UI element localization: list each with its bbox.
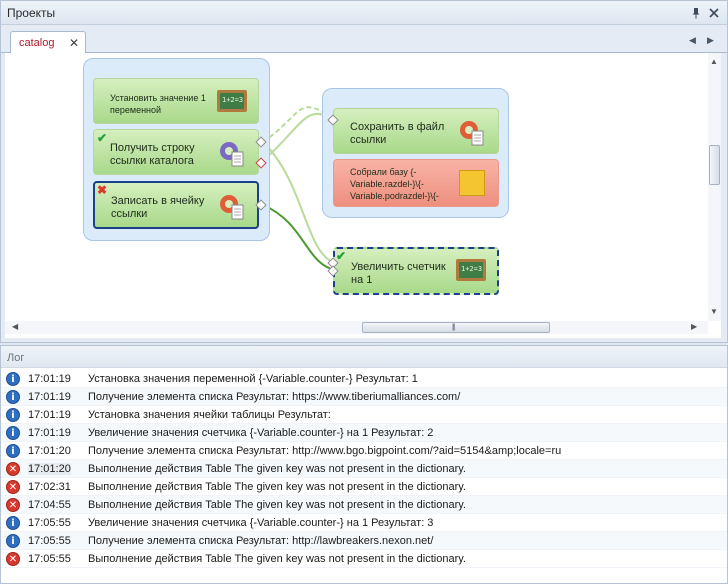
chalkboard-icon: 1+2=3	[456, 259, 486, 281]
info-icon: i	[6, 408, 20, 422]
log-time: 17:04:55	[28, 499, 71, 511]
tab-strip: catalog ✕ ◀ ▶	[1, 26, 727, 54]
node-label: Сохранить в файл ссылки	[350, 121, 445, 146]
log-message: Получение элемента списка Результат: htt…	[88, 445, 562, 457]
vertical-scroll-thumb[interactable]	[709, 145, 720, 185]
chevron-left-icon[interactable]: ◀	[689, 35, 696, 45]
log-time: 17:01:20	[28, 463, 71, 475]
scroll-up-icon[interactable]: ▲	[710, 57, 718, 66]
node-note[interactable]: Собрали базу {-Variable.razdel-}\{-Varia…	[333, 159, 499, 207]
grip-icon: |||	[452, 324, 456, 331]
board-text: 1+2=3	[461, 265, 483, 273]
log-row[interactable]: ✕ 17:05:55 Выполнение действия Table The g…	[1, 550, 727, 568]
panel-title: Проекты	[7, 6, 56, 20]
info-icon: i	[6, 426, 20, 440]
log-title: Лог	[7, 352, 25, 364]
log-time: 17:05:55	[28, 535, 71, 547]
scroll-right-icon[interactable]: ▶	[691, 322, 698, 331]
log-message: Выполнение действия Table The given key …	[88, 553, 466, 565]
log-row[interactable]: i 17:01:19 Получение элемента списка Резул…	[1, 388, 727, 406]
log-row[interactable]: ✕ 17:04:55 Выполнение действия Table The g…	[1, 496, 727, 514]
board-text: 1+2=3	[222, 96, 244, 104]
log-time: 17:01:19	[28, 427, 71, 439]
log-time: 17:01:19	[28, 373, 71, 385]
chevron-right-icon[interactable]: ▶	[707, 35, 714, 45]
log-message: Выполнение действия Table The given key …	[88, 499, 466, 511]
info-icon: i	[6, 516, 20, 530]
pin-icon[interactable]	[690, 7, 702, 19]
success-check-icon: ✔	[336, 249, 347, 263]
node-label: Установить значение 1 переменной	[110, 93, 206, 115]
log-time: 17:05:55	[28, 517, 71, 529]
error-icon: ✕	[6, 552, 20, 566]
node-increment-counter[interactable]: ✔ Увеличить счетчик на 1 1+2=3	[333, 247, 499, 295]
info-icon: i	[6, 372, 20, 386]
log-time: 17:01:20	[28, 445, 71, 457]
node-label: Собрали базу {-Variable.razdel-}\{-Varia…	[350, 167, 439, 201]
node-write-cell[interactable]: ✖ Записать в ячейку ссылки	[93, 181, 259, 229]
info-icon: i	[6, 444, 20, 458]
node-set-variable[interactable]: Установить значение 1 переменной 1+2=3	[93, 78, 259, 124]
node-label: Увеличить счетчик на 1	[351, 261, 446, 286]
log-row[interactable]: i 17:01:19 Установка значения ячейки табли…	[1, 406, 727, 424]
tab-catalog[interactable]: catalog ✕	[10, 31, 86, 54]
error-icon: ✕	[6, 462, 20, 476]
sticky-note-icon	[459, 170, 485, 196]
node-label: Записать в ячейку ссылки	[111, 195, 205, 220]
projects-panel-header: Проекты	[1, 1, 727, 25]
projects-panel: Проекты catalog ✕ ◀ ▶ Установить значени…	[0, 0, 728, 343]
log-row[interactable]: ✕ 17:01:20 Выполнение действия Table The g…	[1, 460, 727, 478]
horizontal-scrollbar[interactable]: ◀ ||| ▶	[5, 321, 708, 334]
log-time: 17:01:19	[28, 409, 71, 421]
node-save-file[interactable]: Сохранить в файл ссылки	[333, 108, 499, 154]
horizontal-scroll-thumb[interactable]: |||	[362, 322, 550, 333]
log-list[interactable]: i 17:01:19 Установка значения переменной {…	[1, 370, 727, 580]
log-panel: Лог i 17:01:19 Установка значения переменн…	[0, 345, 728, 584]
log-time: 17:05:55	[28, 553, 71, 565]
log-message: Установка значения переменной {-Variable…	[88, 373, 418, 385]
log-message: Увеличение значения счетчика {-Variable.…	[88, 427, 434, 439]
chalkboard-icon: 1+2=3	[217, 90, 247, 112]
log-message: Установка значения ячейки таблицы Резуль…	[88, 409, 331, 421]
info-icon: i	[6, 534, 20, 548]
close-icon[interactable]	[708, 7, 720, 19]
log-message: Получение элемента списка Результат: htt…	[88, 391, 461, 403]
log-time: 17:01:19	[28, 391, 71, 403]
node-label: Получить строку ссылки каталога	[110, 142, 195, 167]
log-row[interactable]: i 17:01:19 Увеличение значения счетчика {-…	[1, 424, 727, 442]
workflow-canvas[interactable]: Установить значение 1 переменной 1+2=3 ✔…	[5, 53, 721, 338]
log-row[interactable]: i 17:05:55 Получение элемента списка Резул…	[1, 532, 727, 550]
log-row[interactable]: ✕ 17:02:31 Выполнение действия Table The g…	[1, 478, 727, 496]
gear-document-icon	[216, 138, 246, 168]
error-x-icon: ✖	[97, 183, 108, 197]
gear-document-icon	[216, 191, 246, 221]
vertical-scrollbar[interactable]: ▲ ▼	[708, 53, 721, 321]
log-header: Лог	[1, 346, 727, 368]
log-message: Получение элемента списка Результат: htt…	[88, 535, 434, 547]
log-row[interactable]: i 17:01:19 Установка значения переменной {…	[1, 370, 727, 388]
log-row[interactable]: i 17:05:55 Увеличение значения счетчика {-…	[1, 514, 727, 532]
info-icon: i	[6, 390, 20, 404]
log-message: Увеличение значения счетчика {-Variable.…	[88, 517, 434, 529]
log-row[interactable]: i 17:01:20 Получение элемента списка Резул…	[1, 442, 727, 460]
node-get-catalog-link[interactable]: ✔ Получить строку ссылки каталога	[93, 129, 259, 175]
success-check-icon: ✔	[97, 131, 108, 145]
error-icon: ✕	[6, 480, 20, 494]
log-time: 17:02:31	[28, 481, 71, 493]
scroll-down-icon[interactable]: ▼	[710, 307, 718, 316]
scroll-left-icon[interactable]: ◀	[12, 322, 19, 331]
tab-label: catalog	[19, 37, 55, 49]
log-message: Выполнение действия Table The given key …	[88, 481, 466, 493]
tab-close-icon[interactable]: ✕	[69, 36, 80, 50]
log-message: Выполнение действия Table The given key …	[88, 463, 466, 475]
error-icon: ✕	[6, 498, 20, 512]
gear-document-icon	[456, 117, 486, 147]
